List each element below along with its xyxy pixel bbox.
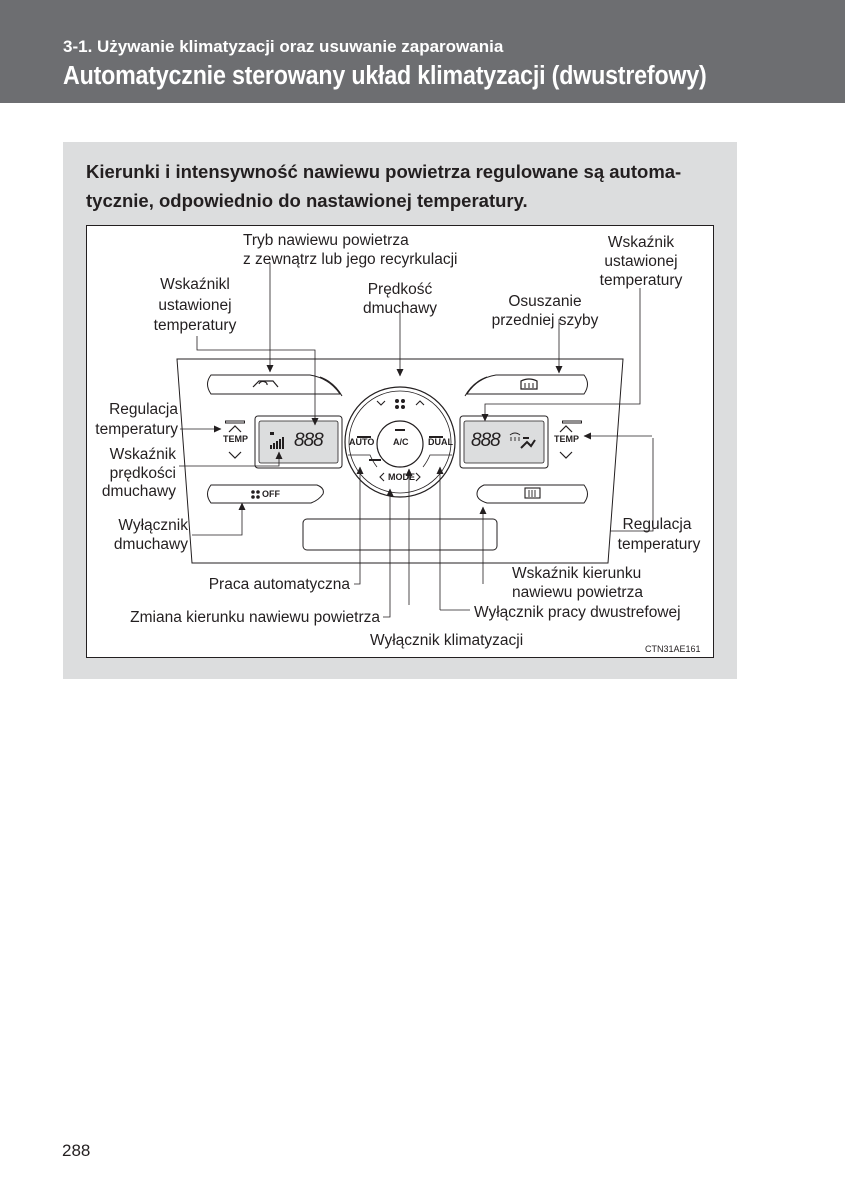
temp-button-left: TEMP [223, 434, 249, 444]
fan-off-icon [251, 490, 260, 499]
label-temp-indicator-right-2: ustawionej [604, 253, 678, 270]
climate-panel-figure: TEMP TEMP 888 888 AUTO A/C DUAL MODE OFF… [86, 225, 714, 658]
rear-defrost-icon [524, 487, 541, 499]
section-title: 3-1. Używanie klimatyzacji oraz usuwanie… [63, 37, 504, 56]
temp-button-right: TEMP [554, 434, 580, 444]
fan-down-icon [376, 400, 386, 406]
label-defrost-1: Osuszanie [508, 293, 582, 310]
dual-button: DUAL [428, 437, 453, 447]
label-fan-speed-2: dmuchawy [362, 300, 438, 317]
label-temp-indicator-right-1: Wskaźnik [607, 234, 675, 251]
label-ac-switch: Wyłącznik klimatyzacji [370, 632, 524, 649]
label-temp-indicator-left-2: ustawionej [158, 297, 232, 314]
label-temp-control-right-2: temperatury [617, 536, 701, 553]
panel-slot [302, 518, 498, 551]
mode-button: MODE [388, 472, 415, 482]
intro-line-1: Kierunki i intensywność nawiewu powietrz… [86, 161, 682, 182]
label-fan-off-2: dmuchawy [113, 536, 188, 553]
figure-code: CTN31AE161 [645, 644, 701, 654]
airflow-icon [509, 432, 536, 449]
ac-button [376, 420, 424, 468]
label-fan-indicator-1: Wskaźnik [109, 446, 176, 463]
label-airflow-indicator-2: nawiewu powietrza [512, 584, 643, 601]
fan-off-button [207, 484, 324, 504]
label-airflow-indicator-1: Wskaźnik kierunku [512, 565, 642, 582]
label-auto-mode: Praca automatyczna [208, 576, 350, 593]
label-dual-switch: Wyłącznik pracy dwustrefowej [474, 604, 681, 621]
recirculation-button [207, 374, 341, 395]
temp-up-icon-right [559, 425, 573, 433]
ac-button-label: A/C [393, 437, 409, 447]
label-temp-indicator-left-3: temperatury [153, 317, 237, 334]
page-heading: Automatycznie sterowany układ klimatyzac… [63, 62, 707, 90]
label-temp-control-right-1: Regulacja [622, 516, 692, 533]
label-temp-indicator-left-1: Wskaźnikl [160, 276, 230, 293]
mode-left-icon [379, 472, 385, 482]
front-defrost-button [466, 374, 588, 395]
label-air-intake-1: Tryb nawiewu powietrza [243, 232, 409, 249]
fan-icon [395, 399, 405, 409]
climate-panel-diagram [176, 263, 654, 618]
label-temp-control-left-2: temperatury [95, 421, 178, 438]
temp-up-icon-left [228, 425, 242, 433]
intro-text: Kierunki i intensywność nawiewu powietrz… [86, 157, 726, 215]
label-fan-off-1: Wyłącznik [118, 517, 188, 534]
label-temp-indicator-right-3: temperatury [599, 272, 683, 289]
fan-up-icon [415, 400, 425, 406]
label-mode-change: Zmiana kierunku nawiewu powietrza [130, 609, 380, 626]
label-temp-control-left-1: Regulacja [109, 401, 178, 418]
label-air-intake-2: z zewnątrz lub jego recyrkulacji [243, 251, 458, 268]
fan-speed-bars [270, 432, 284, 449]
page-number: 288 [62, 1141, 91, 1160]
front-defrost-icon [520, 378, 538, 390]
recirculation-icon [252, 380, 279, 388]
left-display-value: 888 [294, 430, 324, 451]
page-header: 3-1. Używanie klimatyzacji oraz usuwanie… [0, 0, 845, 103]
temp-down-icon-right [559, 451, 573, 459]
auto-button: AUTO [349, 437, 375, 447]
label-defrost-2: przedniej szyby [491, 312, 599, 329]
mode-right-icon [415, 472, 421, 482]
label-fan-indicator-3: dmuchawy [101, 483, 176, 500]
temp-down-icon-left [228, 451, 242, 459]
label-fan-indicator-2: prędkości [109, 465, 176, 482]
right-display-value: 888 [471, 430, 501, 451]
fan-off-button-label: OFF [262, 489, 280, 499]
intro-line-2: tycznie, odpowiednio do nastawionej temp… [86, 190, 528, 211]
label-fan-speed-1: Prędkość [367, 281, 433, 298]
